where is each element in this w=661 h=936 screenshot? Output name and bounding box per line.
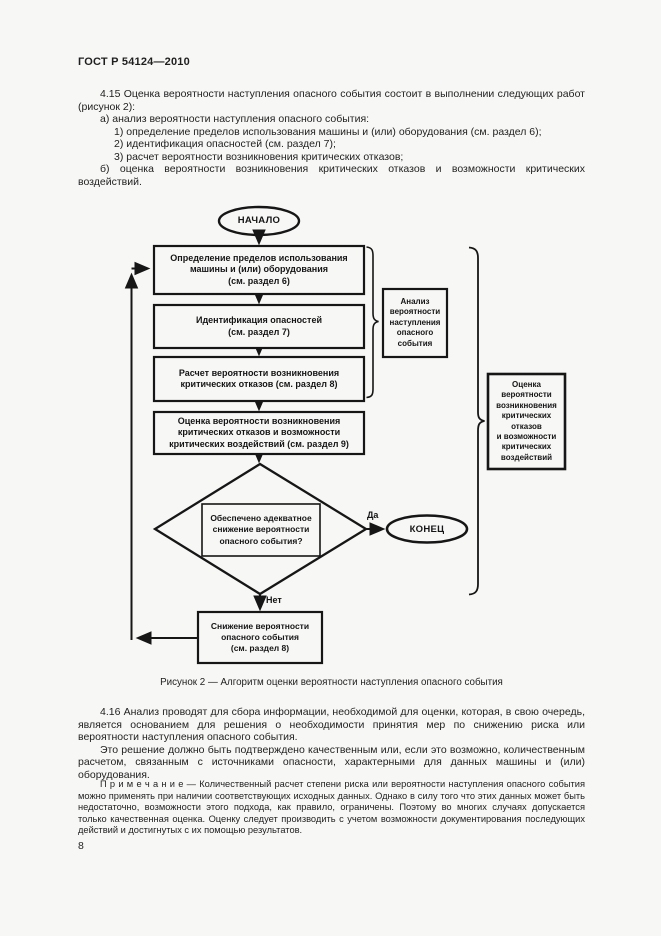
process-box-2-label: Идентификация опасностей (см. раздел 7) bbox=[195, 315, 322, 337]
figure-caption: Рисунок 2 — Алгоритм оценки вероятности … bbox=[160, 677, 503, 688]
process-box-3-label: Расчет вероятности возникновения критиче… bbox=[178, 367, 340, 389]
start-terminator-label: НАЧАЛО bbox=[237, 215, 281, 227]
page-header-title: ГОСТ Р 54124—2010 bbox=[78, 56, 190, 68]
paragraph-4-15: 4.15 Оценка вероятности наступления опас… bbox=[78, 88, 585, 188]
paragraph-4-16-part1: 4.16 Анализ проводят для сбора информаци… bbox=[78, 706, 585, 743]
process-box-2-shape bbox=[152, 303, 366, 350]
side-box-assessment-shape bbox=[486, 372, 567, 471]
process-box-5-label: Снижение вероятности опасного события (с… bbox=[210, 620, 310, 654]
list-item-2: 2) идентификация опасностей (см. раздел … bbox=[114, 138, 336, 150]
decision-label: Обеспечено адекватное снижение вероятнос… bbox=[210, 513, 312, 546]
paragraph-4-16: 4.16 Анализ проводят для сбора информаци… bbox=[78, 706, 585, 781]
no-branch-label: Нет bbox=[266, 595, 282, 605]
page-number: 8 bbox=[78, 840, 84, 852]
side-box-analysis-shape bbox=[381, 287, 449, 359]
paragraph-4-15-lead: 4.15 Оценка вероятности наступления опас… bbox=[78, 88, 585, 113]
brace-small bbox=[366, 246, 379, 399]
side-box-analysis-label: Анализ вероятности наступления опасного … bbox=[389, 297, 441, 348]
process-box-5-shape bbox=[196, 610, 324, 665]
end-terminator-label: КОНЕЦ bbox=[409, 523, 445, 535]
yes-branch-label: Да bbox=[367, 510, 379, 520]
note-paragraph: П р и м е ч а н и е — Количественный рас… bbox=[78, 779, 585, 836]
process-box-3-shape bbox=[152, 355, 366, 403]
side-box-assessment-label: Оценка вероятности возникновения критиче… bbox=[496, 379, 557, 462]
list-item-b: б) оценка вероятности возникновения крит… bbox=[78, 163, 585, 188]
list-item-1: 1) определение пределов использования ма… bbox=[114, 125, 542, 138]
process-box-4-shape bbox=[152, 410, 366, 456]
end-terminator-shape bbox=[385, 514, 469, 544]
process-box-4-label: Оценка вероятности возникновения критиче… bbox=[169, 416, 349, 449]
list-item-a: а) анализ вероятности наступления опасно… bbox=[100, 113, 370, 125]
decision-inner-box-shape bbox=[201, 503, 321, 557]
brace-large bbox=[468, 246, 485, 596]
process-box-1-label: Определение пределов использования машин… bbox=[170, 253, 348, 286]
paragraph-4-16-part2: Это решение должно быть подтверждено кач… bbox=[78, 743, 585, 781]
process-box-1-shape bbox=[152, 244, 366, 296]
list-item-3: 3) расчет вероятности возникновения крит… bbox=[114, 150, 404, 163]
